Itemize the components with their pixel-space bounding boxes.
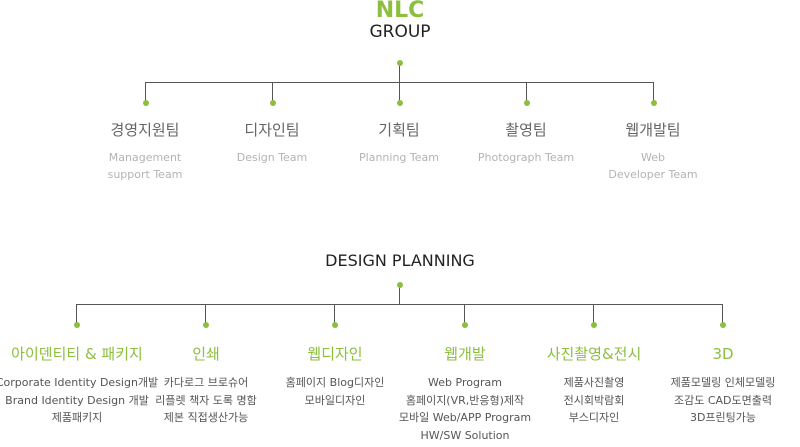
category-web-design: 웹디자인 홈페이지 Blog디자인 모바일디자인	[286, 344, 385, 409]
category-item: 카다로그 브로슈어	[163, 376, 249, 389]
drop-line	[76, 304, 77, 325]
team-design: 디자인팀 Design Team	[237, 120, 308, 166]
node-dot	[270, 100, 276, 106]
category-item: HW/SW Solution	[420, 428, 510, 442]
category-name: 인쇄	[192, 345, 220, 363]
team-name: 기획팀	[378, 121, 420, 139]
category-items: Corporate Identity Design개발 Brand Identi…	[0, 374, 158, 427]
trunk-line	[399, 285, 400, 304]
category-item: 전시회박람회	[563, 393, 625, 407]
node-dot	[651, 100, 657, 106]
category-photo-exhibition: 사진촬영&전시 제품사진촬영 전시회박람회 부스디자인	[547, 344, 642, 427]
category-name: 웹개발	[444, 345, 486, 363]
category-print: 인쇄 카다로그 브로슈어 리플렛 책자 도록 명함 제본 직접생산가능	[155, 344, 257, 427]
category-item: 홈페이지 Blog디자인	[285, 376, 385, 389]
team-subtitle-line: Management	[108, 151, 182, 164]
team-planning: 기획팀 Planning Team	[359, 120, 439, 166]
category-items: Web Program 홈페이지(VR,반응형)제작 모바일 Web/APP P…	[399, 374, 531, 444]
team-subtitle: Design Team	[237, 149, 308, 166]
team-web-developer: 웹개발팀 Web Developer Team	[608, 120, 697, 183]
category-item: 모바일디자인	[304, 393, 366, 407]
design-planning-title: DESIGN PLANNING	[325, 251, 475, 270]
drop-line	[722, 304, 723, 325]
drop-line	[653, 82, 654, 102]
team-subtitle-line: Design Team	[236, 151, 308, 164]
team-photograph: 촬영팀 Photograph Team	[478, 120, 574, 166]
team-subtitle-line: Developer Team	[608, 168, 698, 181]
category-name: 사진촬영&전시	[546, 345, 642, 363]
category-name: 3D	[712, 345, 734, 363]
team-name: 촬영팀	[505, 121, 547, 139]
brand-logo-text: NLC	[375, 0, 425, 23]
node-dot	[462, 322, 468, 328]
category-name: 아이덴티티 & 패키지	[11, 345, 143, 363]
node-dot	[591, 322, 597, 328]
category-identity-package: 아이덴티티 & 패키지 Corporate Identity Design개발 …	[0, 344, 158, 427]
drop-line	[334, 304, 335, 325]
team-subtitle-line: support Team	[107, 168, 183, 181]
category-item: 제품패키지	[51, 411, 103, 424]
drop-line	[272, 82, 273, 102]
drop-line	[593, 304, 594, 325]
category-items: 제품사진촬영 전시회박람회 부스디자인	[547, 374, 642, 427]
team-name: 웹개발팀	[625, 121, 681, 139]
node-dot	[397, 282, 403, 288]
category-item: 부스디자인	[568, 411, 620, 424]
team-subtitle: Photograph Team	[478, 149, 574, 166]
category-item: 조감도 CAD도면출력	[673, 393, 773, 407]
category-item: 모바일 Web/APP Program	[398, 411, 532, 424]
category-item: 제품모델링 인체모델링	[670, 376, 776, 389]
drop-line	[464, 304, 465, 325]
team-subtitle: Web Developer Team	[608, 149, 697, 183]
category-item: Corporate Identity Design개발	[0, 376, 159, 389]
team-subtitle-line: Photograph Team	[477, 151, 575, 164]
category-item: Brand Identity Design 개발	[5, 393, 149, 407]
category-item: 홈페이지(VR,반응형)제작	[405, 393, 525, 407]
node-dot	[332, 322, 338, 328]
group-title: GROUP	[369, 22, 431, 42]
drop-line	[399, 82, 400, 102]
category-web-development: 웹개발 Web Program 홈페이지(VR,반응형)제작 모바일 Web/A…	[399, 344, 531, 444]
node-dot	[397, 100, 403, 106]
category-item: 제품사진촬영	[563, 376, 625, 389]
team-subtitle-line: Planning Team	[359, 151, 439, 164]
category-items: 제품모델링 인체모델링 조감도 CAD도면출력 3D프린팅가능	[671, 374, 776, 427]
node-dot	[203, 322, 209, 328]
branch-bar	[76, 304, 723, 305]
category-items: 홈페이지 Blog디자인 모바일디자인	[286, 374, 385, 409]
team-name: 경영지원팀	[110, 121, 180, 139]
category-item: 제본 직접생산가능	[163, 411, 249, 424]
team-name: 디자인팀	[244, 121, 300, 139]
team-subtitle: Management support Team	[108, 149, 183, 183]
category-item: 3D프린팅가능	[689, 411, 757, 424]
drop-line	[205, 304, 206, 325]
node-dot	[397, 60, 403, 66]
category-item: Web Program	[428, 376, 502, 389]
team-subtitle: Planning Team	[359, 149, 439, 166]
node-dot	[720, 322, 726, 328]
team-management: 경영지원팀 Management support Team	[108, 120, 183, 183]
category-name: 웹디자인	[307, 345, 363, 363]
drop-line	[526, 82, 527, 102]
category-items: 카다로그 브로슈어 리플렛 책자 도록 명함 제본 직접생산가능	[155, 374, 257, 427]
node-dot	[524, 100, 530, 106]
team-subtitle-line: Web	[641, 151, 665, 164]
category-item: 리플렛 책자 도록 명함	[155, 393, 257, 407]
category-3d: 3D 제품모델링 인체모델링 조감도 CAD도면출력 3D프린팅가능	[671, 344, 776, 427]
trunk-line	[399, 63, 400, 82]
node-dot	[74, 322, 80, 328]
node-dot	[143, 100, 149, 106]
drop-line	[145, 82, 146, 102]
